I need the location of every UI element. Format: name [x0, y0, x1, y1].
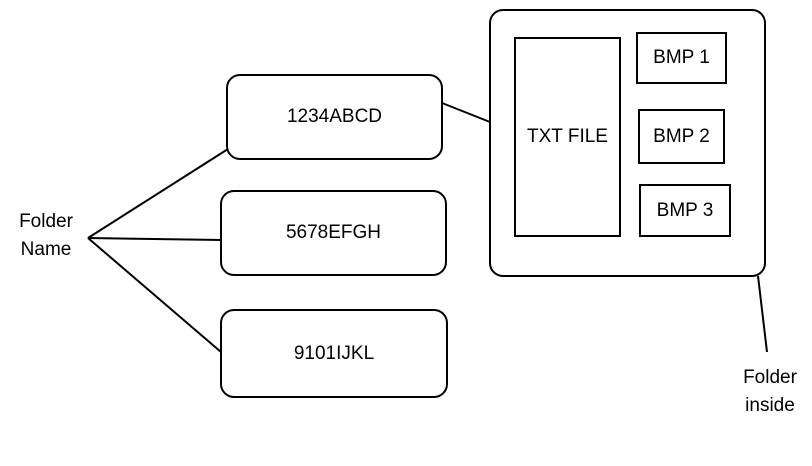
connector-folder-inside-to-contents — [757, 275, 768, 353]
connector-folder-name-to-9101ijkl — [87, 237, 222, 353]
connector-1234abcd-to-contents — [441, 102, 491, 123]
connector-folder-name-to-5678efgh — [87, 237, 223, 241]
folder-name-label: Folder Name — [19, 211, 73, 260]
folder-1234abcd[interactable]: 1234ABCD — [226, 74, 443, 160]
txt-file-label: TXT FILE — [527, 126, 608, 147]
connector-folder-name-to-1234abcd — [87, 148, 229, 239]
bmp-file-label: BMP 2 — [653, 125, 710, 147]
folder-5678efgh[interactable]: 5678EFGH — [220, 190, 447, 276]
bmp-file-1[interactable]: BMP 1 — [636, 32, 727, 84]
bmp-file-3[interactable]: BMP 3 — [639, 184, 731, 237]
folder-label: 5678EFGH — [285, 222, 382, 243]
bmp-file-label: BMP 1 — [653, 47, 710, 68]
txt-file-box[interactable]: TXT FILE — [514, 37, 621, 237]
folder-9101ijkl[interactable]: 9101IJKL — [220, 309, 448, 398]
folder-label: 9101IJKL — [293, 342, 375, 364]
folder-label: 1234ABCD — [286, 106, 383, 127]
bmp-file-2[interactable]: BMP 2 — [638, 109, 725, 164]
bmp-file-label: BMP 3 — [656, 199, 714, 221]
folder-inside-label: Folder inside — [743, 367, 797, 416]
